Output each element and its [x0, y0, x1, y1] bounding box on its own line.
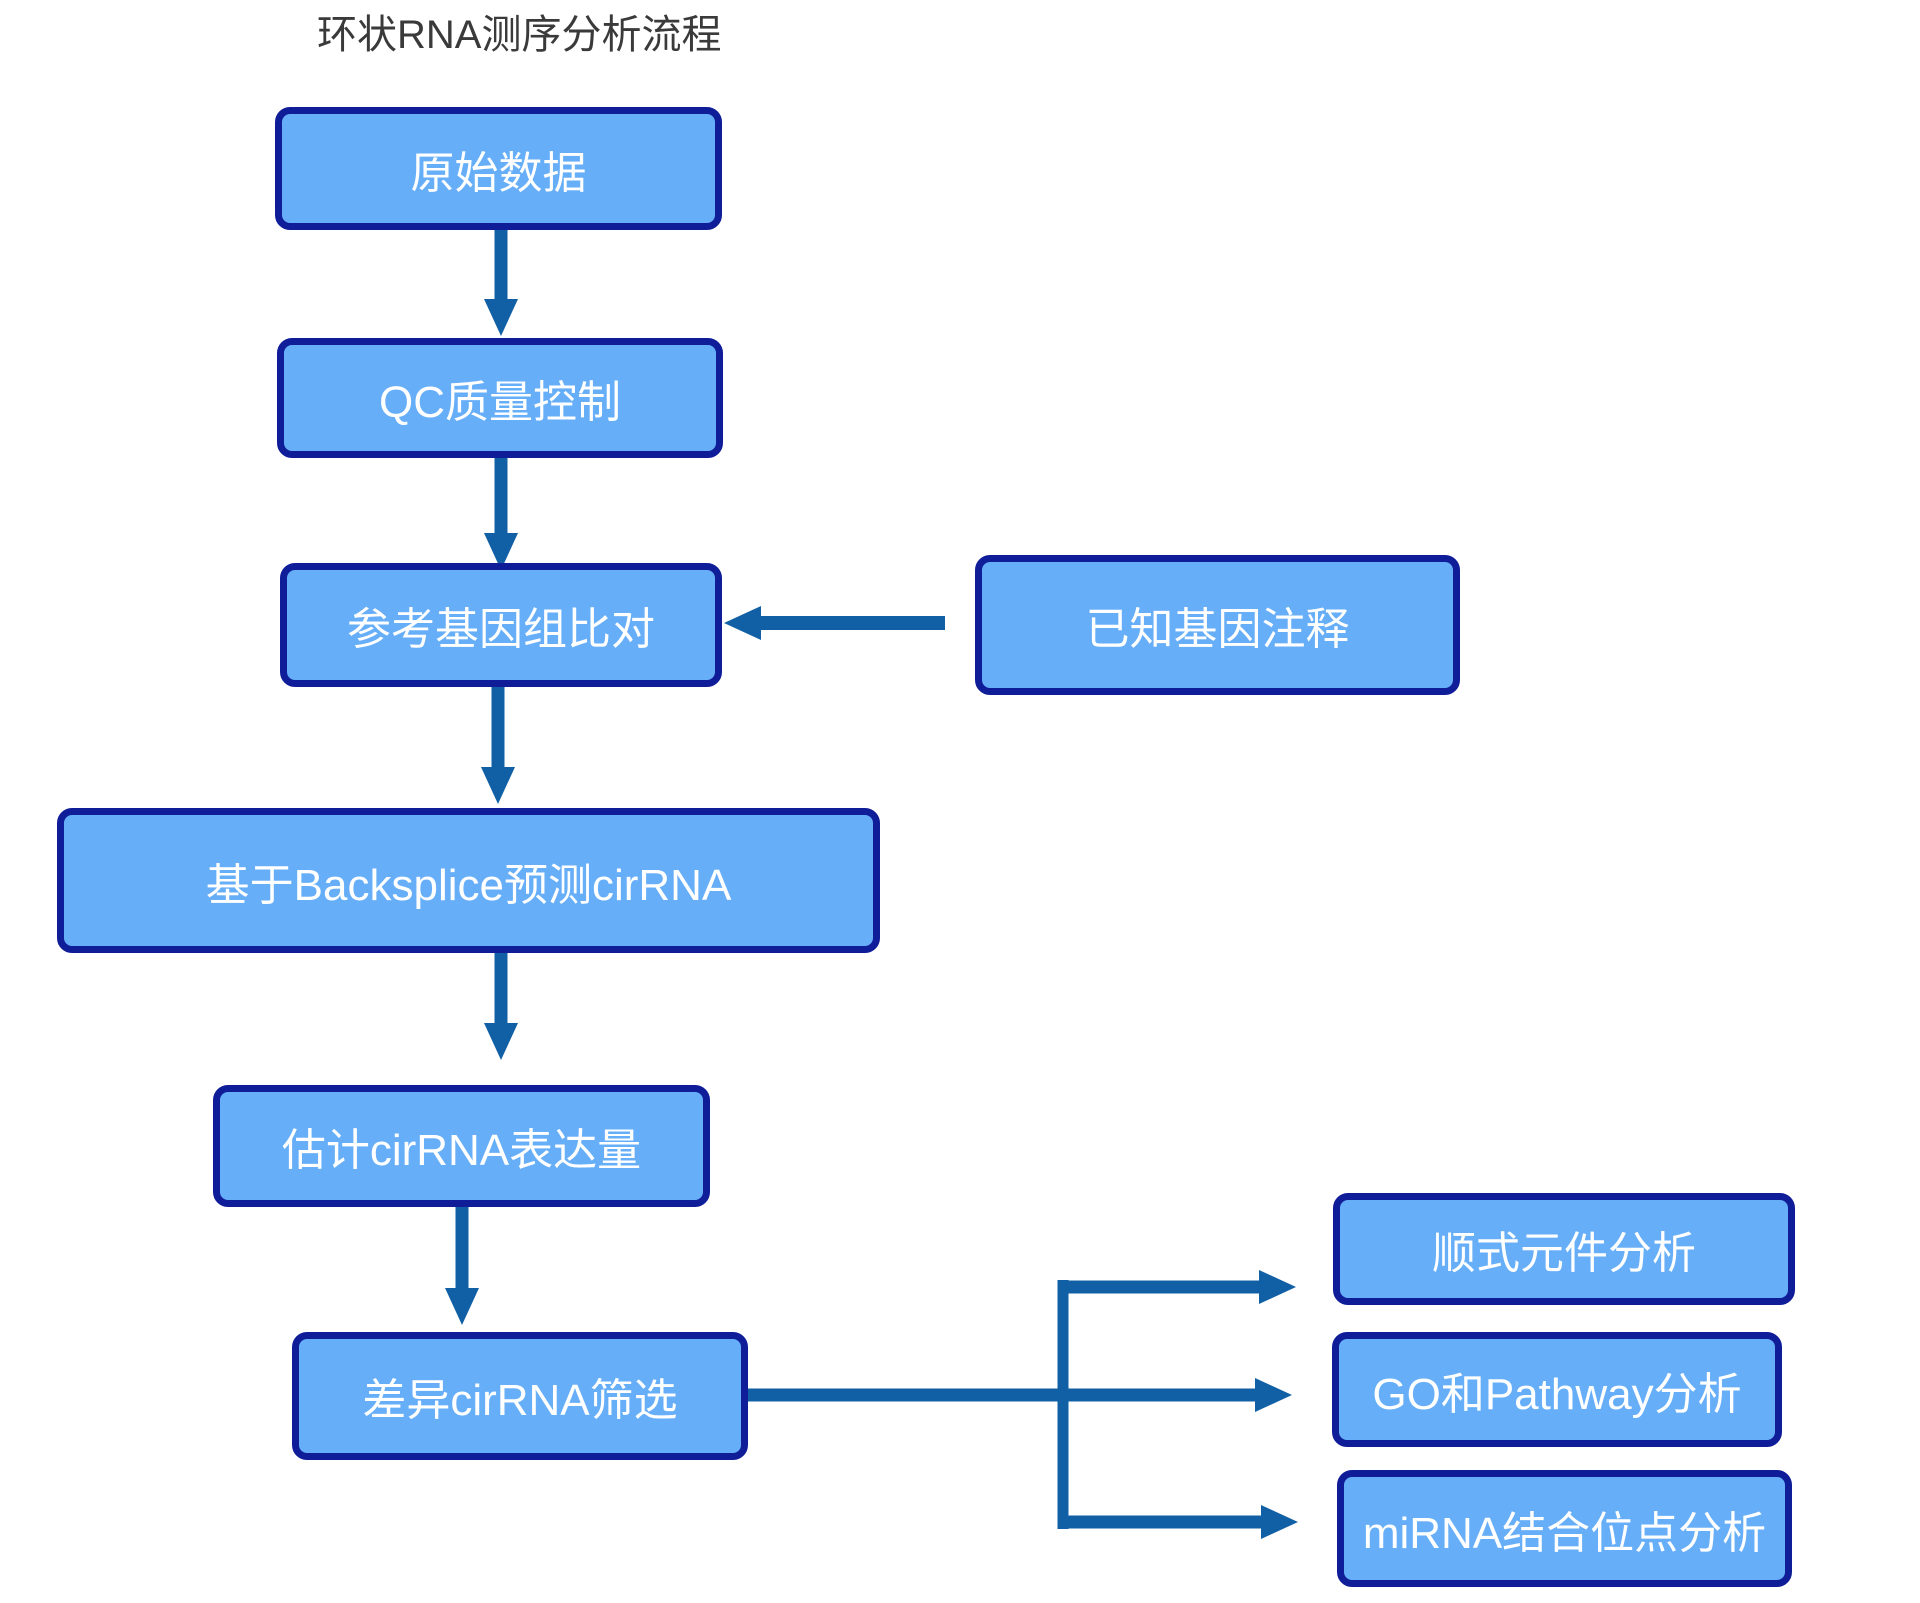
node-cis-element: 顺式元件分析	[1333, 1193, 1795, 1305]
node-backsplice-predict: 基于Backsplice预测cirRNA	[57, 808, 880, 953]
node-go-pathway: GO和Pathway分析	[1332, 1332, 1782, 1447]
arrow-branch-to-mirna	[1058, 1505, 1298, 1539]
arrow-expression-to-diff	[445, 1207, 479, 1325]
node-genome-alignment: 参考基因组比对	[280, 563, 722, 687]
diagram-title: 环状RNA测序分析流程	[317, 13, 722, 57]
arrow-diff-to-go	[748, 1378, 1292, 1412]
arrow-align-to-backsplice	[481, 687, 515, 804]
arrow-qc-to-align	[484, 458, 518, 570]
node-qc-quality-control: QC质量控制	[277, 338, 723, 458]
arrow-annotation-to-align	[724, 606, 945, 640]
node-expression-estimate: 估计cirRNA表达量	[213, 1085, 710, 1207]
arrow-branch-to-cis	[1058, 1270, 1296, 1304]
arrow-backsplice-to-expression	[484, 953, 518, 1060]
arrow-raw-to-qc	[484, 230, 518, 336]
node-raw-data: 原始数据	[275, 107, 722, 230]
node-diff-screen: 差异cirRNA筛选	[292, 1332, 748, 1460]
node-mirna-binding: miRNA结合位点分析	[1337, 1470, 1792, 1587]
node-known-annotation: 已知基因注释	[975, 555, 1460, 695]
